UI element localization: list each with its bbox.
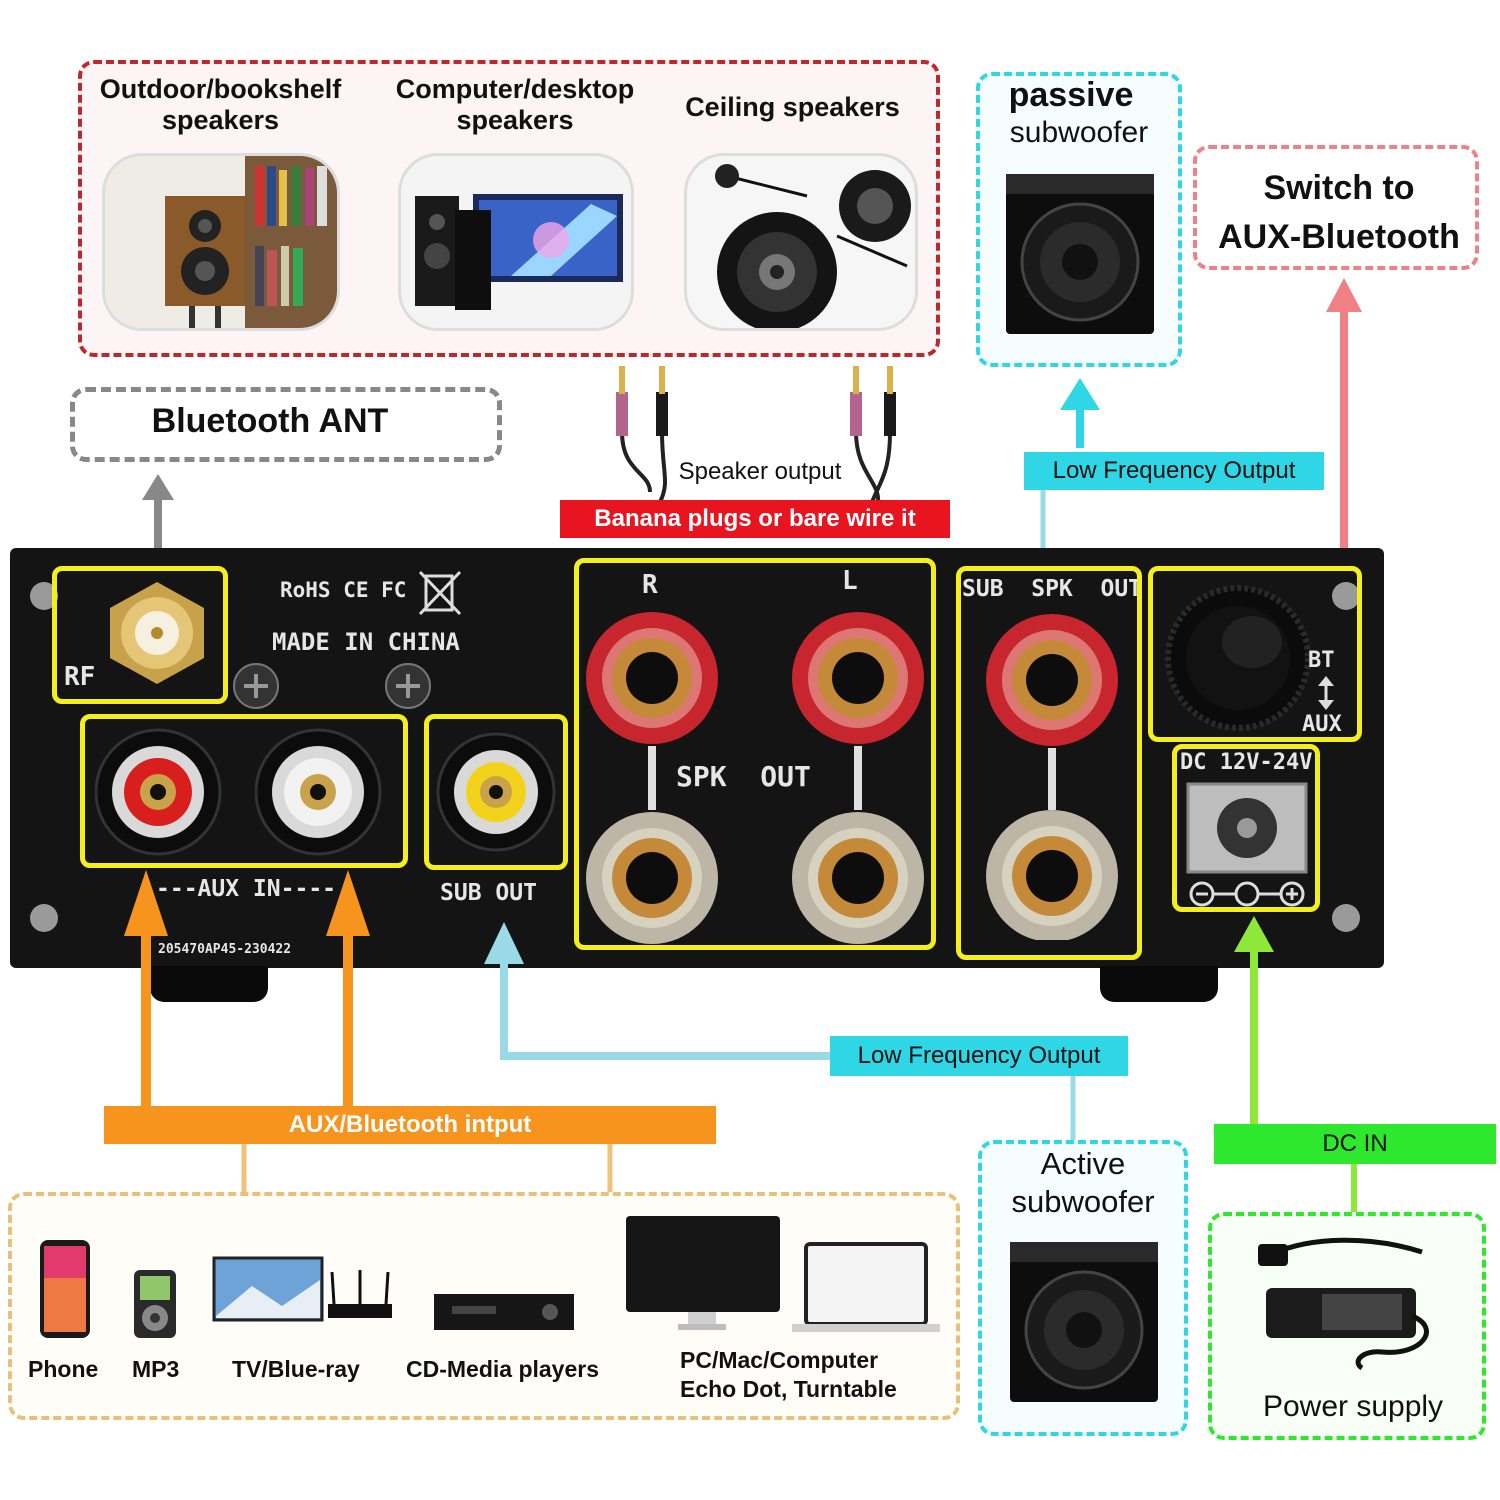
aux-in-label: ---AUX IN---- [156, 876, 337, 902]
passive-subwoofer-label: subwoofer [1009, 116, 1149, 149]
dc-highlight [1172, 744, 1320, 912]
ceiling-speaker-image [684, 153, 918, 331]
aux-in-rca-jacks [94, 728, 382, 856]
low-frequency-output-bottom: Low Frequency Output [830, 1036, 1128, 1076]
bluetooth-ant-label: Bluetooth ANT [151, 402, 389, 440]
dc-voltage-label: DC 12V-24V [1180, 750, 1313, 775]
phone-icon [40, 1240, 90, 1338]
bookshelf-speakers-label: Outdoor/bookshelf speakers [99, 74, 342, 136]
left-foot [150, 966, 268, 1002]
computer-speaker-image [398, 153, 634, 331]
l-channel-label: L [842, 566, 858, 596]
low-frequency-output-top: Low Frequency Output [1024, 452, 1324, 490]
bt-aux-toggle-switch [1165, 585, 1311, 731]
cd-player-icon [434, 1294, 574, 1330]
rf-highlight [52, 566, 228, 704]
active-subwoofer-image [1010, 1242, 1158, 1406]
dc-in-bar: DC IN [1214, 1124, 1496, 1164]
device-label-tv: TV/Blue-ray [232, 1356, 360, 1382]
r-channel-label: R [642, 570, 658, 600]
bottom-connectors [124, 870, 1357, 1212]
bt-label: BT [1308, 648, 1335, 673]
sub-out-label: SUB OUT [440, 880, 537, 906]
computer-speakers-label: Computer/desktop speakers [395, 74, 635, 136]
ceiling-speakers-label: Ceiling speakers [685, 92, 900, 122]
power-supply-label: Power supply [1262, 1390, 1444, 1423]
active-subwoofer-label: subwoofer [1011, 1184, 1155, 1219]
sub-spk-out-label: SUB SPK OUT [962, 576, 1143, 602]
device-label-cd: CD-Media players [406, 1356, 600, 1382]
banana-plugs-bar: Banana plugs or bare wire it [560, 500, 950, 538]
rohs-label: RoHS CE FC [280, 578, 407, 602]
power-adapter-image [1258, 1237, 1429, 1371]
serial-number: 205470AP45-230422 [158, 942, 292, 957]
computer-laptop-icon [626, 1216, 940, 1332]
rf-antenna-connector [110, 582, 204, 684]
panel-screws [30, 582, 1360, 932]
speaker-output-binding-posts [586, 612, 924, 944]
sub-spk-out-highlight [956, 566, 1142, 960]
device-label-phone: Phone [28, 1356, 99, 1382]
mp3-player-icon [134, 1270, 176, 1338]
switch-highlight [1148, 566, 1362, 742]
switch-label: Switch to AUX-Bluetooth [1218, 169, 1460, 257]
spk-out-label: SPK OUT [676, 760, 811, 793]
switch-box [1193, 145, 1479, 270]
sub-out-rca-jack [436, 732, 556, 852]
speaker-output-label: Speaker output [678, 458, 842, 485]
aux-bluetooth-input-bar: AUX/Bluetooth intput [104, 1106, 716, 1144]
bluetooth-ant-box [70, 387, 502, 462]
rf-label: RF [64, 662, 96, 692]
device-label-computer: PC/Mac/Computer Echo Dot, Turntable [680, 1347, 897, 1402]
passive-subwoofer-image [1006, 174, 1154, 338]
sub-speaker-binding-posts [986, 614, 1118, 940]
passive-label: passive [1008, 76, 1134, 114]
top-connectors [142, 278, 1362, 560]
right-foot [1100, 966, 1218, 1002]
spk-out-highlight [574, 558, 936, 950]
dc-power-jack [1186, 782, 1308, 907]
device-label-mp3: MP3 [132, 1356, 180, 1382]
made-in-label: MADE IN CHINA [272, 628, 460, 656]
bookshelf-speaker-image [102, 153, 340, 331]
weee-bin-icon [418, 570, 462, 616]
tv-router-icon [212, 1256, 392, 1322]
aux-in-highlight [80, 714, 408, 868]
sub-out-highlight [424, 714, 568, 870]
active-label: Active [1040, 1146, 1126, 1181]
aux-label: AUX [1302, 712, 1342, 737]
banana-plugs-illustration [616, 366, 896, 503]
bt-aux-arrow-icon [1318, 676, 1334, 710]
